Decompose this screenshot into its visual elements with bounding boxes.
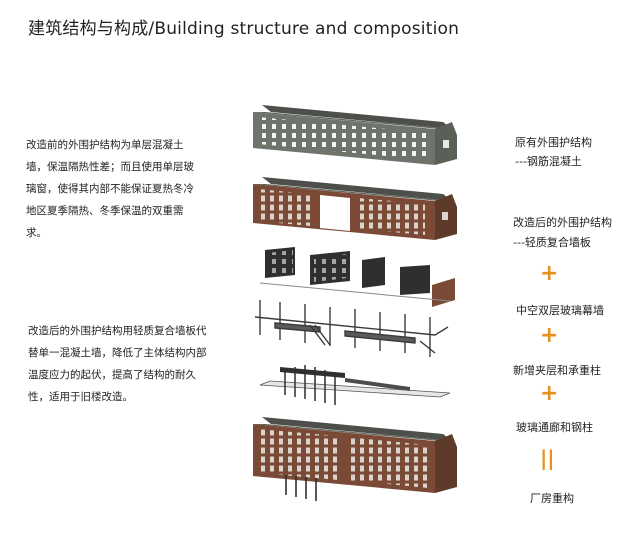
window-grid [258,117,430,160]
equals-sign: || [540,446,555,470]
exploded-axonometric-diagram [253,105,457,501]
label-reinforced-concrete: ---钢筋混凝土 [515,155,582,168]
description-after: 改造后的外围护结构用轻质复合墙板代替单一混凝土墙，降低了主体结构内部温度应力的起… [28,325,207,403]
label-renovated-envelope: 改造后的外围护结构 [513,216,612,229]
page-title: 建筑结构与构成/Building structure and compositi… [28,19,460,39]
roof-slab [262,105,452,129]
label-curtain-wall: 中空双层玻璃幕墙 [516,304,604,317]
label-factory-reconstruction: 厂房重构 [530,492,574,505]
label-original-envelope: 原有外围护结构 [515,136,592,149]
label-glass-corridor: 玻璃通廊和钢柱 [516,421,593,434]
label-mezzanine: 新增夹层和承重柱 [513,364,601,377]
plus-sign-1: + [540,261,559,286]
roof-slab-2 [262,177,452,201]
layer-mezzanine-columns [254,300,449,357]
opening [320,195,350,231]
description-before: 改造前的外围护结构为单层混凝土墙，保温隔热性差；而且使用单层玻璃窗，使得其内部不… [26,139,194,239]
plus-sign-2: + [540,323,559,348]
layer-glass-corridor-steel [259,365,451,405]
label-composite-panel: ---轻质复合墙板 [513,236,591,249]
layer-glass-curtain-wall [259,247,455,307]
layer-original-concrete-envelope [253,105,457,165]
plus-sign-3: + [540,381,559,406]
layer-composite-panel-envelope [253,177,457,240]
layer-reconstructed-factory [253,417,457,501]
